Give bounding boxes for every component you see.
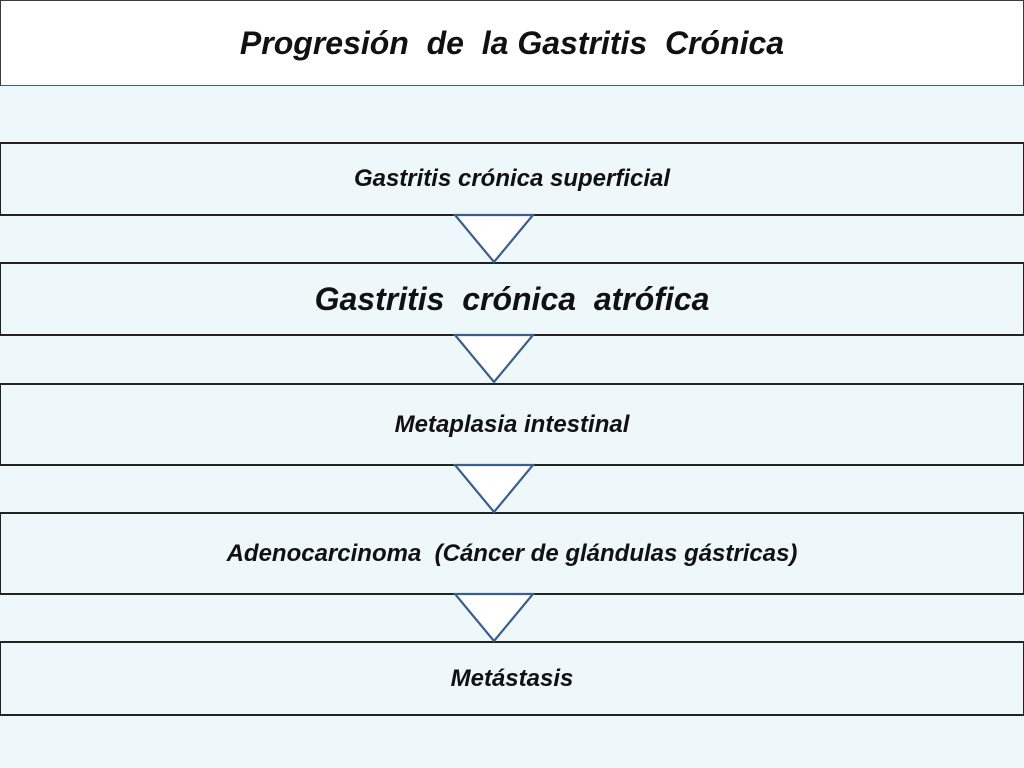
step-label-metastasis: Metástasis — [450, 664, 574, 692]
down-arrow-icon — [452, 333, 536, 384]
step-box-superficial: Gastritis crónica superficial — [0, 142, 1024, 216]
down-arrow-icon — [452, 213, 536, 264]
arrow-shape — [452, 592, 536, 643]
spacer-bottom — [0, 716, 1024, 768]
down-arrow-icon — [452, 463, 536, 514]
step-box-metaplasia: Metaplasia intestinal — [0, 383, 1024, 466]
step-box-adenocarcinoma: Adenocarcinoma (Cáncer de glándulas gást… — [0, 512, 1024, 595]
step-box-atrofica: Gastritis crónica atrófica — [0, 262, 1024, 336]
step-label-metaplasia: Metaplasia intestinal — [394, 410, 630, 438]
spacer-top — [0, 86, 1024, 142]
arrow-shape — [452, 333, 536, 384]
arrow-shape — [452, 463, 536, 514]
step-label-adenocarcinoma: Adenocarcinoma (Cáncer de glándulas gást… — [226, 539, 798, 567]
step-box-metastasis: Metástasis — [0, 641, 1024, 716]
diagram-title: Progresión de la Gastritis Crónica — [239, 24, 785, 61]
step-label-superficial: Gastritis crónica superficial — [353, 165, 671, 192]
arrow-shape — [452, 213, 536, 264]
title-band: Progresión de la Gastritis Crónica — [0, 0, 1024, 87]
down-arrow-icon — [452, 592, 536, 643]
step-label-atrofica: Gastritis crónica atrófica — [314, 280, 710, 317]
